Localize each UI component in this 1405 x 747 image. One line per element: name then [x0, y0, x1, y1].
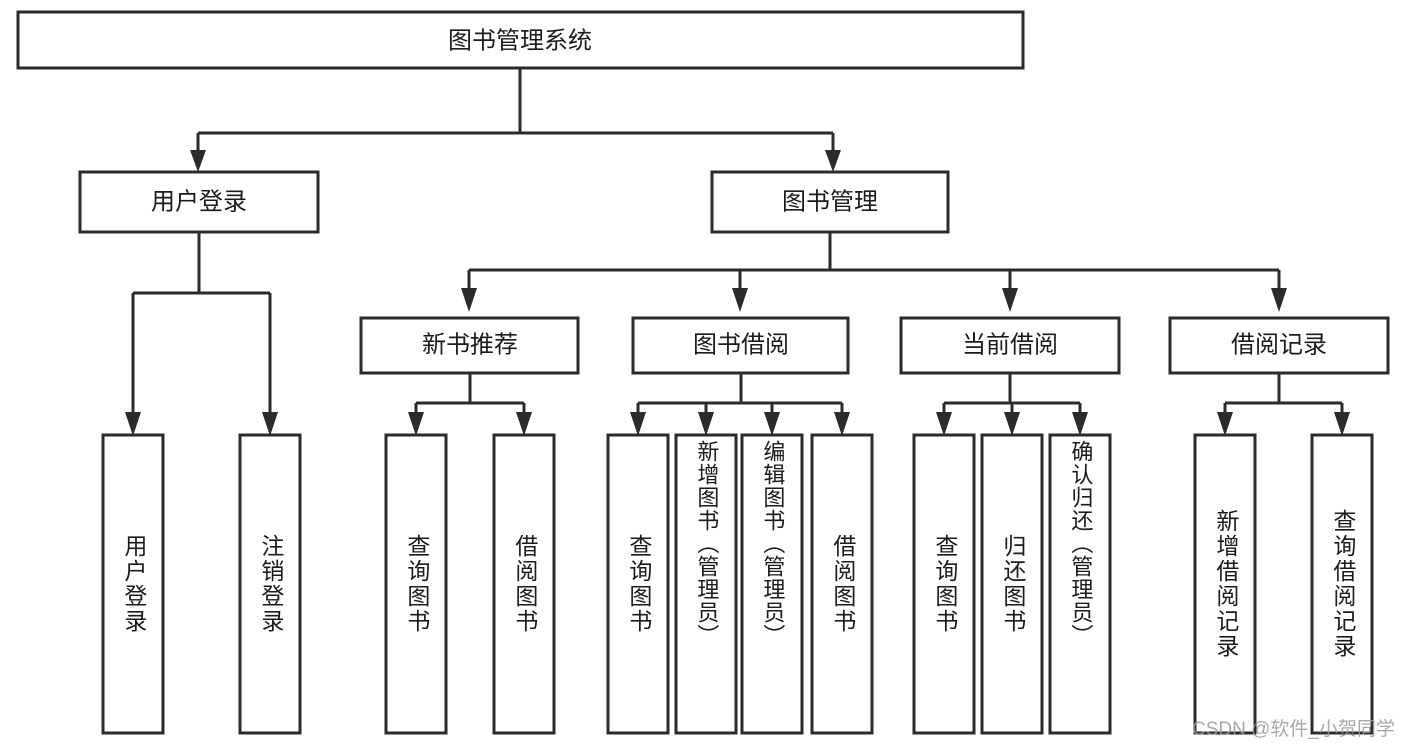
leaf-query-book-2-box[interactable]	[606, 433, 670, 735]
leaf-borrow-book-2-box[interactable]	[810, 433, 874, 735]
node-borrow-record[interactable]: 借阅记录	[1168, 316, 1390, 375]
node-book-management[interactable]: 图书管理	[710, 170, 950, 234]
connector-borrow-record-to-leaves	[1217, 373, 1350, 436]
leaf-add-book-box[interactable]	[674, 433, 738, 735]
current-borrow-label: 当前借阅	[962, 331, 1058, 358]
leaf-logout-box[interactable]	[238, 433, 302, 735]
leaf-user-login-box[interactable]	[101, 433, 165, 735]
root-system-box[interactable]	[16, 10, 1025, 70]
connector-new-book-recommend-to-leaves	[408, 373, 532, 436]
leaf-add-record-box[interactable]	[1193, 433, 1257, 735]
node-current-borrow[interactable]: 当前借阅	[899, 316, 1121, 375]
leaf-borrow-book-1-box[interactable]	[492, 433, 556, 735]
book-borrow-label: 图书借阅	[693, 331, 789, 358]
leaf-query-book-1-box[interactable]	[384, 433, 448, 735]
leaf-edit-book-box[interactable]	[740, 433, 804, 735]
user-login-box[interactable]	[78, 170, 320, 234]
book-management-label: 图书管理	[782, 188, 878, 215]
user-login-label: 用户登录	[151, 188, 247, 215]
connector-user-login-to-leaves	[125, 232, 278, 436]
new-book-recommend-label: 新书推荐	[422, 331, 518, 358]
node-new-book-recommend[interactable]: 新书推荐	[359, 316, 580, 375]
leaf-query-record-box[interactable]	[1310, 433, 1374, 735]
leaf-return-book-box[interactable]	[980, 433, 1044, 735]
connector-book-borrow-to-leaves	[630, 373, 850, 436]
root-system-label: 图书管理系统	[448, 27, 592, 54]
leaf-query-book-3-box[interactable]	[912, 433, 976, 735]
connector-root-to-level2	[190, 68, 841, 172]
current-borrow-box[interactable]	[899, 316, 1121, 375]
node-root-system[interactable]: 图书管理系统	[16, 10, 1025, 70]
node-book-borrow[interactable]: 图书借阅	[631, 316, 850, 375]
connector-current-borrow-to-leaves	[936, 373, 1088, 436]
node-user-login[interactable]: 用户登录	[78, 170, 320, 234]
borrow-record-label: 借阅记录	[1231, 331, 1327, 358]
new-book-recommend-box[interactable]	[359, 316, 580, 375]
leaf-confirm-return-box[interactable]	[1048, 433, 1112, 735]
connector-book-management-to-level3	[461, 232, 1287, 312]
